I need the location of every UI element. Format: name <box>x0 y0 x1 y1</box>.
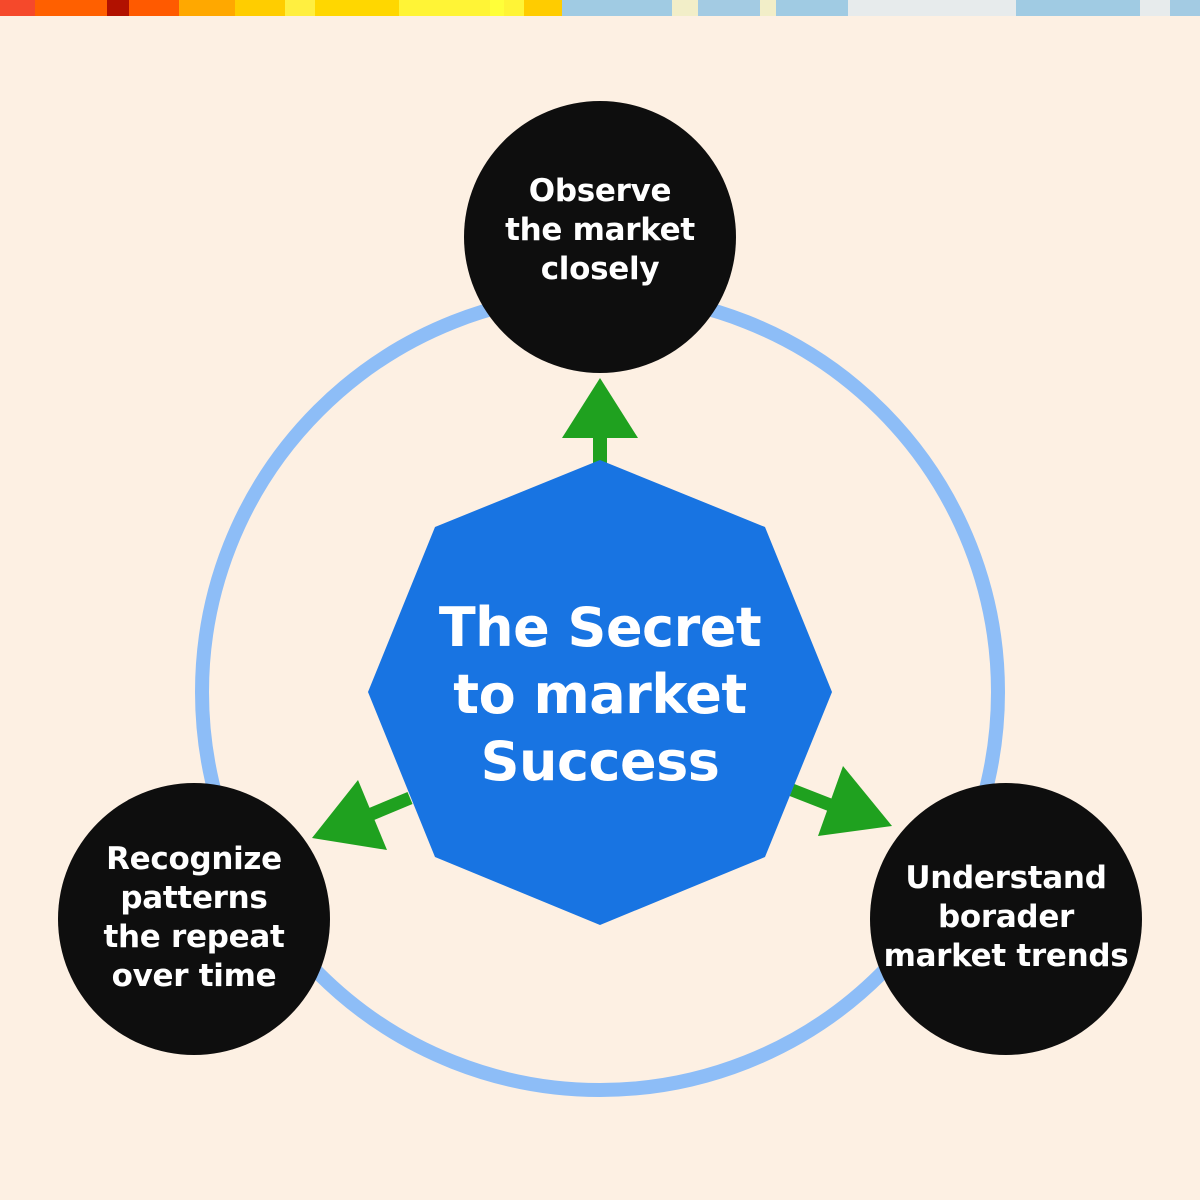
center-octagon <box>368 460 832 925</box>
center-title: The Secret to market Success <box>438 596 762 793</box>
arrowhead <box>562 378 638 438</box>
stripe-segment <box>1140 0 1170 16</box>
stripe-segment <box>524 0 562 16</box>
stripe-segment <box>1170 0 1200 16</box>
arrowhead <box>818 766 892 836</box>
stripe-segment <box>1016 0 1140 16</box>
node-top-label: Observe the market closely <box>505 173 695 287</box>
node-left-circle <box>58 783 330 1055</box>
node-right-label: Understand borader market trends <box>883 860 1129 974</box>
stripe-segment <box>490 0 504 16</box>
stripe-segment <box>672 0 698 16</box>
decorative-color-stripe <box>0 0 1200 16</box>
stripe-segment <box>399 0 490 16</box>
arrowhead <box>312 780 387 850</box>
stripe-segment <box>35 0 107 16</box>
node-right-circle <box>870 783 1142 1055</box>
stripe-segment <box>0 0 35 16</box>
stripe-segment <box>760 0 776 16</box>
stripe-segment <box>179 0 235 16</box>
stripe-segment <box>107 0 129 16</box>
stripe-segment <box>848 0 1016 16</box>
stripe-segment <box>776 0 848 16</box>
node-top-circle <box>464 101 736 373</box>
arrow-to-left-node <box>312 780 413 850</box>
arrow-to-right-node <box>789 766 892 836</box>
stripe-segment <box>698 0 760 16</box>
arrow-shaft <box>593 430 607 468</box>
stripe-segment <box>285 0 315 16</box>
node-left-label: Recognize patterns the repeat over time <box>103 841 285 994</box>
stripe-segment <box>504 0 524 16</box>
stripe-segment <box>129 0 179 16</box>
stripe-segment <box>562 0 672 16</box>
stripe-segment <box>315 0 399 16</box>
arrow-to-top-node <box>562 378 638 468</box>
stripe-segment <box>235 0 285 16</box>
